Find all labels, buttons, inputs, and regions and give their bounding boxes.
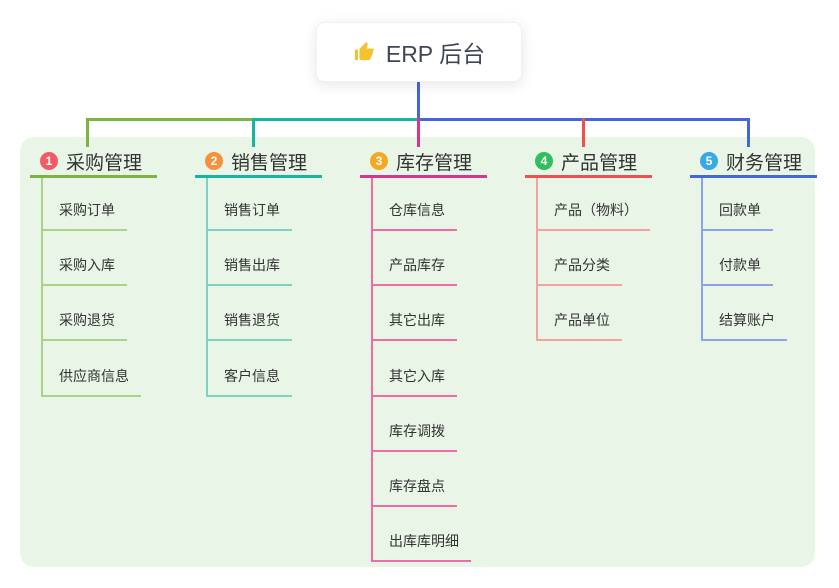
mindmap-leaf-node[interactable]: 产品（物料） (536, 201, 650, 231)
mindmap-leaf-node[interactable]: 采购退货 (41, 311, 127, 341)
branch-title-5: 财务管理 (726, 152, 803, 174)
branch-number-badge-2: 2 (205, 152, 223, 170)
branch-spine-line-5 (701, 178, 703, 341)
branch-drop-line-2 (251, 118, 255, 147)
branch-spine-line-4 (536, 178, 538, 341)
branch-header-1[interactable]: 1 采购管理 (40, 149, 143, 174)
branch-title-1: 采购管理 (66, 152, 143, 174)
bus-segment-branch-2 (251, 118, 420, 121)
branch-drop-line-5 (746, 118, 750, 147)
mindmap-leaf-node[interactable]: 仓库信息 (371, 201, 457, 231)
mindmap-leaf-node[interactable]: 库存盘点 (371, 477, 457, 507)
branch-underline-2 (195, 175, 322, 178)
branch-underline-5 (690, 175, 817, 178)
mindmap-leaf-node[interactable]: 客户信息 (206, 367, 292, 397)
mindmap-leaf-node[interactable]: 产品单位 (536, 311, 622, 341)
root-connector-line (416, 82, 420, 121)
branch-spine-line-3 (371, 178, 373, 562)
branch-underline-3 (360, 175, 487, 178)
mindmap-leaf-node[interactable]: 回款单 (701, 201, 773, 231)
mindmap-leaf-node[interactable]: 销售出库 (206, 256, 292, 286)
mindmap-leaf-node[interactable]: 销售订单 (206, 201, 292, 231)
branch-number-badge-1: 1 (40, 152, 58, 170)
thumbs-up-icon (353, 41, 376, 64)
branch-drop-line-1 (85, 118, 89, 147)
mindmap-leaf-node[interactable]: 其它出库 (371, 311, 457, 341)
branch-number-badge-4: 4 (535, 152, 553, 170)
mindmap-leaf-node[interactable]: 产品分类 (536, 256, 622, 286)
branch-number-badge-3: 3 (370, 152, 388, 170)
mindmap-leaf-node[interactable]: 采购入库 (41, 256, 127, 286)
bus-segment-branch-1 (85, 118, 255, 121)
branch-title-3: 库存管理 (396, 152, 473, 174)
mindmap-leaf-node[interactable]: 产品库存 (371, 256, 457, 286)
branch-spine-line-2 (206, 178, 208, 397)
root-node[interactable]: ERP 后台 (316, 22, 522, 82)
mindmap-leaf-node[interactable]: 结算账户 (701, 311, 787, 341)
mindmap-leaf-node[interactable]: 付款单 (701, 256, 773, 286)
root-node-label: ERP 后台 (385, 41, 486, 67)
branch-title-2: 销售管理 (231, 152, 308, 174)
mindmap-leaf-node[interactable]: 采购订单 (41, 201, 127, 231)
mindmap-leaf-node[interactable]: 库存调拨 (371, 422, 457, 452)
branch-underline-4 (525, 175, 652, 178)
branch-underline-1 (30, 175, 157, 178)
branch-header-4[interactable]: 4 产品管理 (535, 149, 638, 174)
mindmap-leaf-node[interactable]: 供应商信息 (41, 367, 141, 397)
mindmap-leaf-node[interactable]: 其它入库 (371, 367, 457, 397)
branches-panel (20, 137, 815, 567)
branch-title-4: 产品管理 (561, 152, 638, 174)
branch-drop-line-4 (581, 118, 585, 147)
mindmap-leaf-node[interactable]: 出库库明细 (371, 532, 471, 562)
branch-header-5[interactable]: 5 财务管理 (700, 149, 803, 174)
branch-drop-line-3 (416, 118, 420, 147)
mindmap-leaf-node[interactable]: 销售退货 (206, 311, 292, 341)
branch-header-2[interactable]: 2 销售管理 (205, 149, 308, 174)
branch-header-3[interactable]: 3 库存管理 (370, 149, 473, 174)
branch-number-badge-5: 5 (700, 152, 718, 170)
branch-spine-line-1 (41, 178, 43, 397)
